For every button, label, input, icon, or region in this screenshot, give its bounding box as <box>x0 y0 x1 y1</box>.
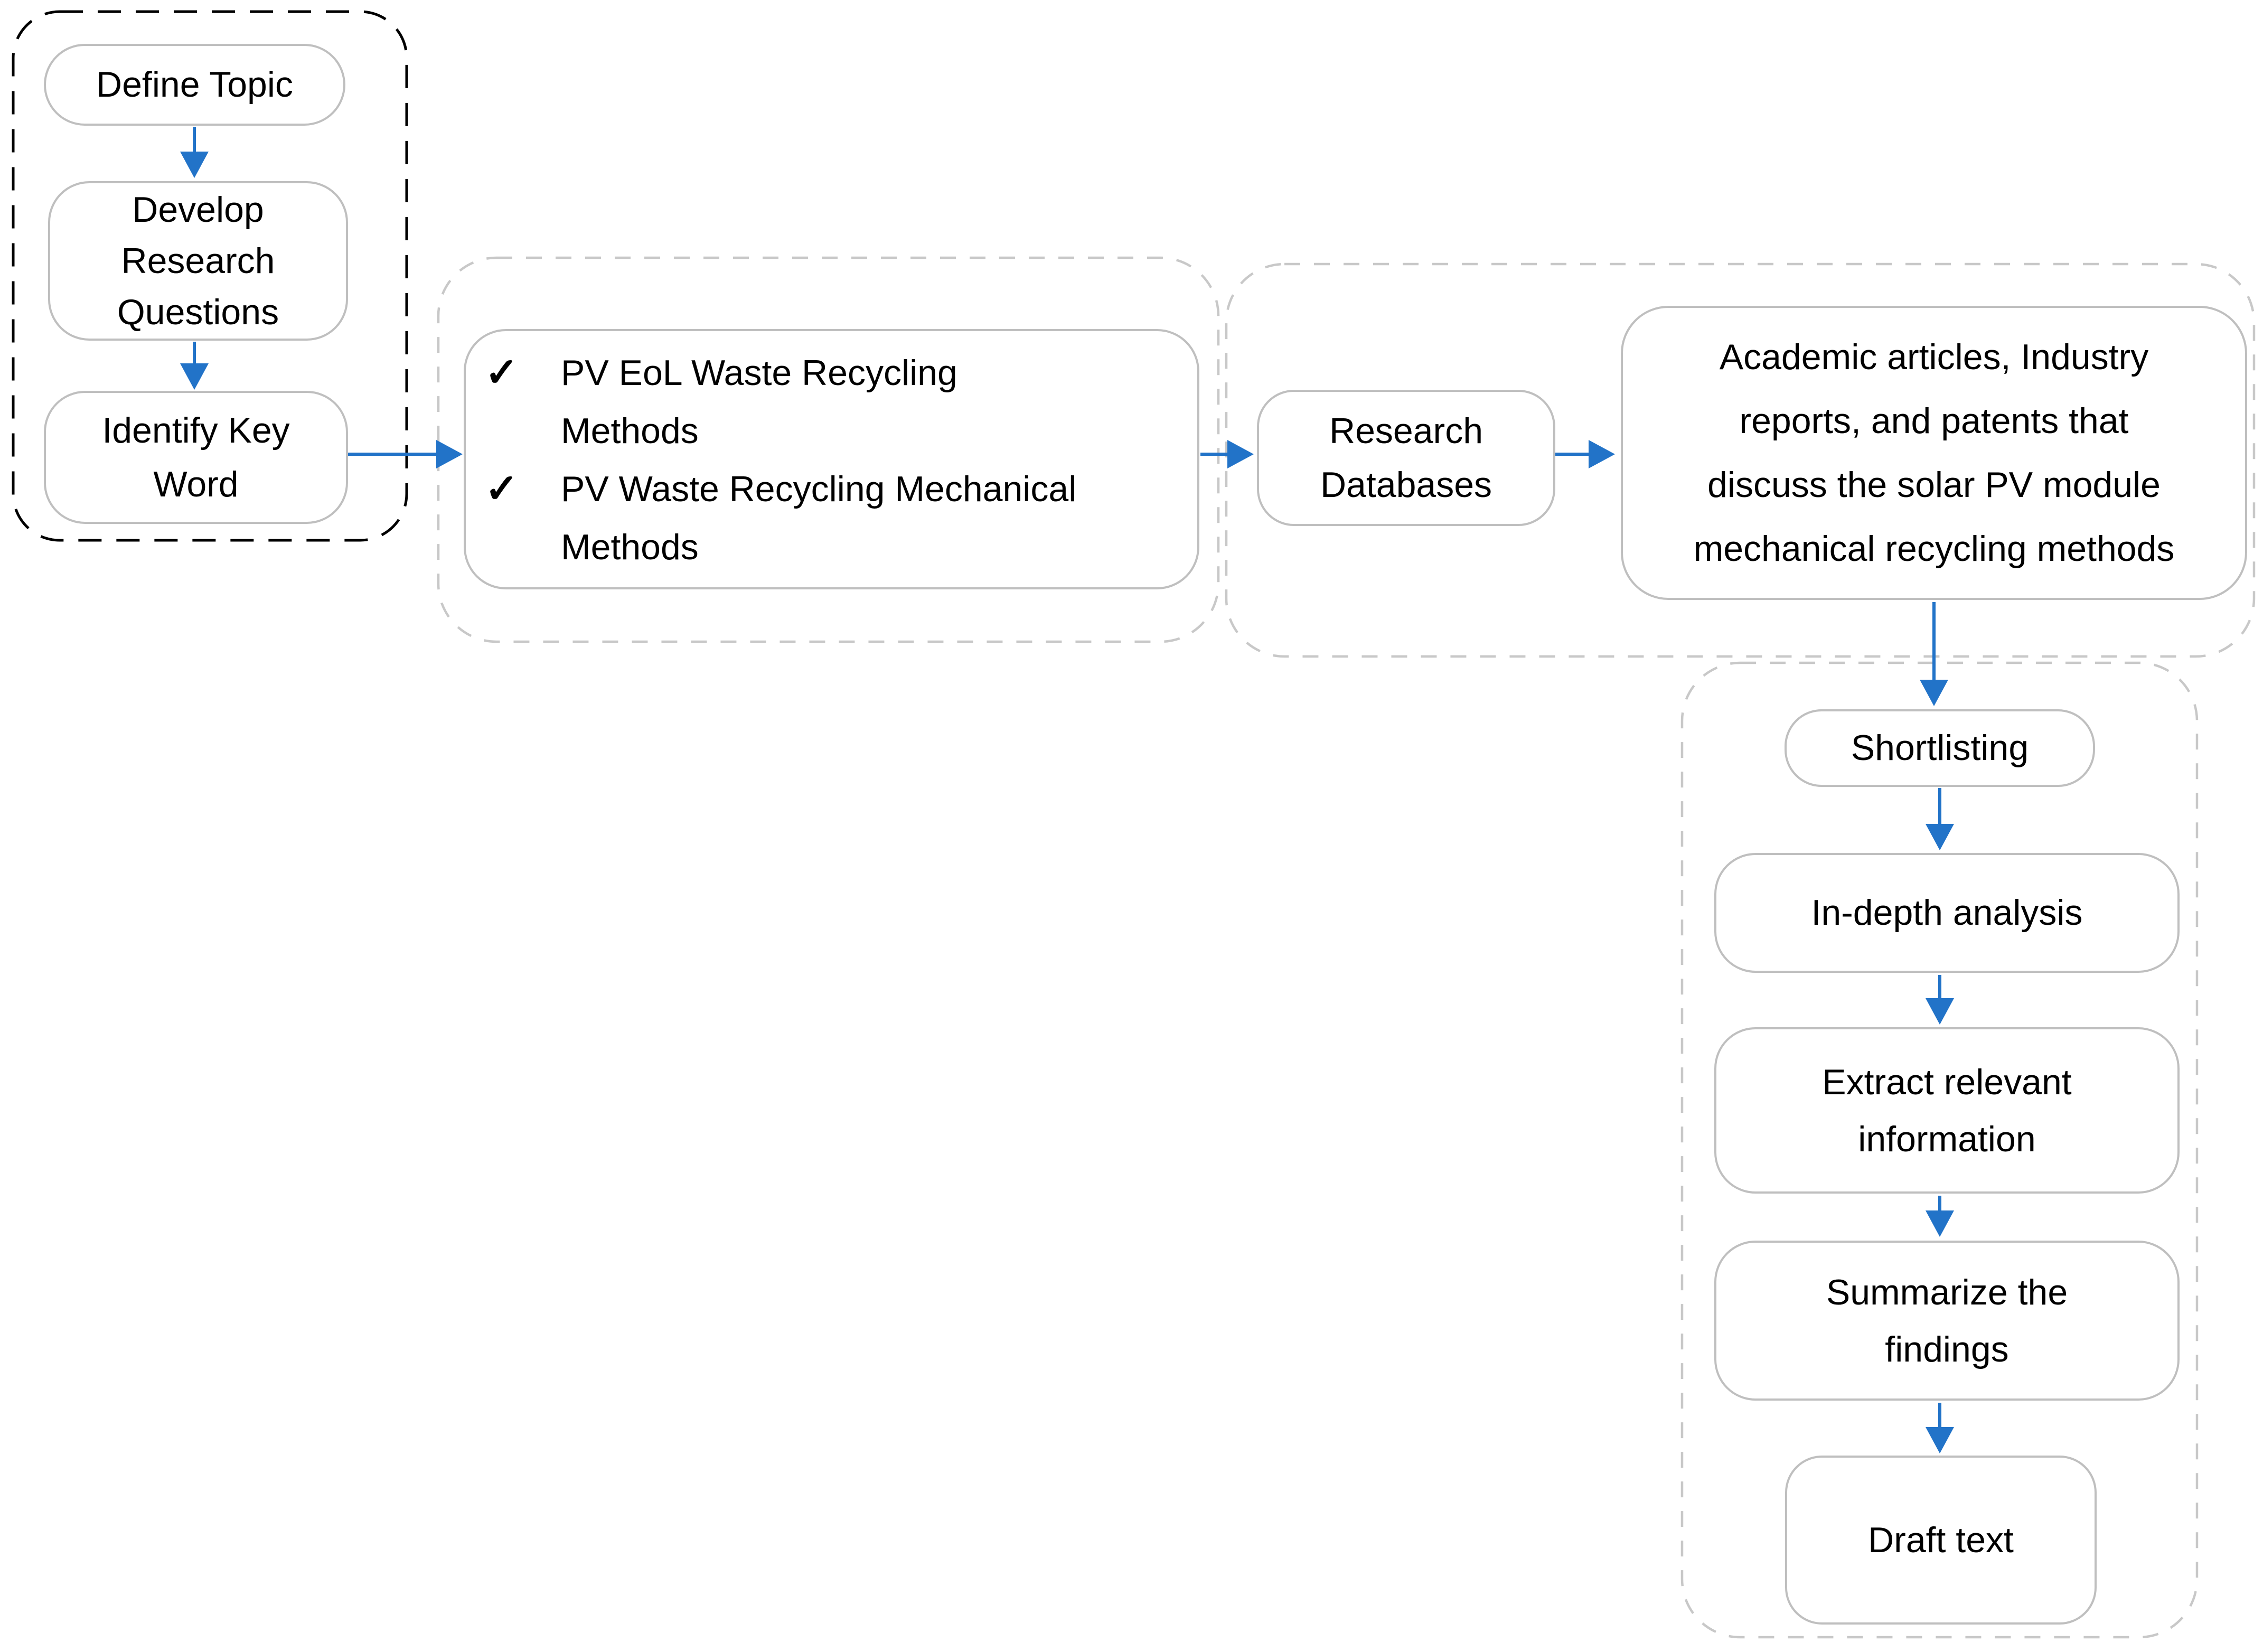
research-databases-node: Research Databases <box>1257 390 1555 526</box>
search-group-border <box>1225 262 2256 658</box>
shortlisting-label: Shortlisting <box>1851 728 2029 768</box>
analysis-group-border <box>1680 661 2199 1639</box>
arrow-identify-to-keywords <box>347 440 463 468</box>
keyword-item-2: ✓ PV Waste Recycling Mechanical Methods <box>485 460 1176 576</box>
arrow-develop-to-identify <box>180 342 209 390</box>
arrow-shortlisting-to-indepth <box>1926 788 1954 850</box>
keyword-item-2-label: PV Waste Recycling Mechanical Methods <box>561 469 1077 567</box>
arrow-extract-to-summarize <box>1926 1196 1954 1237</box>
identify-key-word-label: Identify Key Word <box>102 410 290 504</box>
sources-description-node: Academic articles, Industry reports, and… <box>1621 306 2247 600</box>
arrow-databases-to-sources <box>1555 440 1615 468</box>
identify-key-word-node: Identify Key Word <box>44 391 348 524</box>
develop-research-questions-label: Develop Research Questions <box>117 189 279 332</box>
summarize-findings-label: Summarize the findings <box>1826 1272 2068 1369</box>
checkmark-icon: ✓ <box>485 350 519 395</box>
extract-information-label: Extract relevant information <box>1822 1062 2072 1159</box>
keywords-group-border <box>437 256 1220 643</box>
in-depth-analysis-node: In-depth analysis <box>1714 853 2180 973</box>
arrow-sources-to-shortlisting <box>1920 602 1948 706</box>
arrow-keywords-to-databases <box>1200 440 1254 468</box>
keyword-item-1: ✓ PV EoL Waste Recycling Methods <box>485 344 1176 460</box>
planning-group-border <box>12 10 408 542</box>
in-depth-analysis-label: In-depth analysis <box>1811 893 2083 933</box>
arrow-define-to-develop <box>180 127 209 178</box>
draft-text-label: Draft text <box>1868 1519 2014 1560</box>
arrow-indepth-to-extract <box>1926 975 1954 1025</box>
checkmark-icon: ✓ <box>485 466 519 511</box>
summarize-findings-node: Summarize the findings <box>1714 1241 2180 1401</box>
define-topic-node: Define Topic <box>44 44 345 126</box>
define-topic-label: Define Topic <box>96 64 293 105</box>
shortlisting-node: Shortlisting <box>1785 709 2095 787</box>
arrow-summarize-to-draft <box>1926 1403 1954 1453</box>
keyword-item-1-label: PV EoL Waste Recycling Methods <box>561 353 957 451</box>
research-databases-label: Research Databases <box>1320 411 1492 505</box>
draft-text-node: Draft text <box>1785 1456 2097 1625</box>
keywords-checklist-node: ✓ PV EoL Waste Recycling Methods ✓ PV Wa… <box>464 329 1199 589</box>
sources-description-label: Academic articles, Industry reports, and… <box>1693 336 2175 569</box>
extract-information-node: Extract relevant information <box>1714 1027 2180 1194</box>
develop-research-questions-node: Develop Research Questions <box>48 181 348 341</box>
